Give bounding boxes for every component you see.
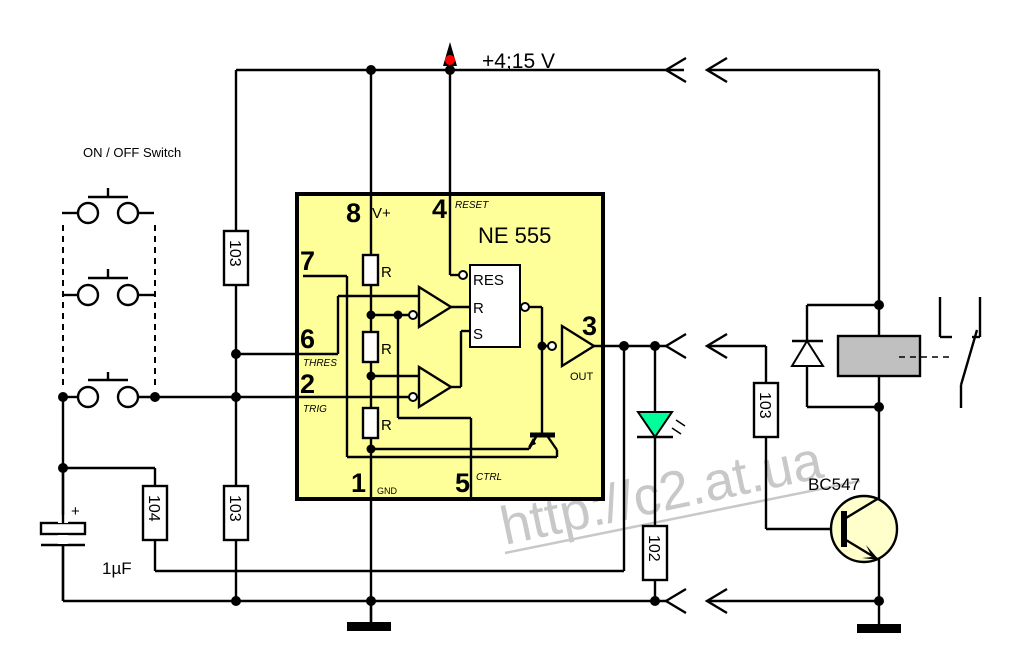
schematic-part [458, 270, 468, 280]
schematic-part [829, 494, 899, 564]
resistor-label: 103 [226, 495, 243, 522]
capacitor-value: 1µF [102, 559, 132, 578]
flyback-diode [790, 339, 825, 367]
relay [836, 297, 982, 408]
led [636, 411, 686, 439]
pin-5-number: 5 [455, 468, 470, 498]
schematic-part [408, 392, 418, 402]
output-buffer [560, 323, 597, 369]
ic-name: NE 555 [478, 223, 551, 248]
pin-3-name: OUT [570, 371, 594, 383]
schematic-part [361, 330, 380, 364]
junction-dot [874, 596, 884, 606]
resistor-label: 103 [226, 240, 243, 267]
resistor-104: 104 [141, 484, 169, 542]
capacitor-polarity: + [71, 503, 80, 520]
schematic-part [408, 310, 418, 320]
schematic-part [222, 229, 250, 287]
junction-dot [366, 371, 376, 381]
resistor-label: 103 [756, 392, 773, 419]
pin-3-number: 3 [582, 311, 597, 341]
divider-r-label: R [381, 264, 392, 281]
light-ray-icon [675, 419, 686, 427]
schematic-part [76, 385, 100, 409]
ff-r-label: R [473, 300, 484, 317]
schematic-part [641, 524, 669, 582]
pin-8-name: V+ [372, 205, 391, 222]
pin-1-name: GND [377, 486, 398, 496]
pin-1-number: 1 [351, 468, 366, 498]
light-ray-icon [671, 427, 682, 435]
schematic-part [790, 339, 825, 367]
schematic-part [76, 201, 100, 225]
schematic-part [361, 406, 380, 440]
connector-arrow-icon [663, 587, 687, 615]
pin-7-number: 7 [300, 246, 315, 276]
transistor-label: BC547 [808, 475, 860, 494]
transistor-bc547: BC547 [808, 475, 899, 564]
connector-arrow-icon [663, 332, 687, 360]
pin-4-name: RESET [455, 200, 489, 211]
resistor-103-bottom: 103 [222, 484, 250, 542]
resistor-103-base: 103 [752, 381, 780, 439]
supply-marker [445, 55, 455, 65]
junction-dot [619, 341, 629, 351]
schematic-part [752, 381, 780, 439]
pin-6-name: THRES [303, 358, 337, 369]
schematic-part [141, 484, 169, 542]
schematic-part [520, 302, 530, 312]
connector-arrow-icon [663, 56, 687, 84]
led-body [636, 411, 674, 439]
schematic-part [528, 438, 536, 447]
schematic-part [58, 535, 68, 544]
junction-dot [150, 392, 160, 402]
divider-resistors: R R R [361, 253, 392, 440]
switch-label: ON / OFF Switch [83, 145, 181, 160]
comparator-lower [417, 364, 454, 410]
resistor-label: 102 [645, 535, 662, 562]
push-button-2[interactable] [62, 269, 154, 307]
schematic-part [39, 521, 87, 536]
junction-dot [366, 444, 376, 454]
schematic-part [361, 253, 380, 287]
on-off-switch[interactable]: ON / OFF Switch [58, 145, 236, 409]
push-button-1[interactable] [62, 188, 154, 225]
resistor-102: 102 [641, 524, 669, 582]
schematic-part [862, 545, 879, 560]
schematic-part [222, 484, 250, 542]
pin-2-number: 2 [300, 369, 315, 399]
ground-icon [857, 624, 901, 633]
supply-label: +4;15 V [482, 50, 555, 73]
watermark-underline [504, 479, 861, 555]
junction-dot [366, 310, 376, 320]
capacitor: + 1µF [39, 503, 132, 578]
schematic-part [116, 283, 140, 307]
divider-r-label: R [381, 417, 392, 434]
pin-4-number: 4 [432, 194, 447, 224]
push-button-3[interactable] [63, 372, 236, 409]
pin-5-name: CTRL [476, 472, 502, 483]
wire [547, 436, 558, 451]
schematic-part [76, 283, 100, 307]
ff-res-label: RES [473, 272, 504, 289]
resistor-103-top: 103 [222, 229, 250, 287]
schematic-part [116, 385, 140, 409]
ground-icon [347, 622, 391, 631]
pin-6-number: 6 [300, 324, 315, 354]
comparator-upper [417, 284, 454, 330]
relay-coil [836, 334, 922, 378]
divider-r-label: R [381, 341, 392, 358]
wire [845, 496, 880, 520]
ff-s-label: S [473, 326, 483, 343]
pin-2-name: TRIG [303, 404, 327, 415]
schematic-part [547, 341, 557, 351]
junction-dot [231, 596, 241, 606]
pin-8-number: 8 [346, 198, 361, 228]
flip-flop: RES R S [469, 264, 521, 348]
wire [959, 329, 979, 386]
resistor-label: 104 [145, 495, 162, 522]
schematic-part [116, 201, 140, 225]
